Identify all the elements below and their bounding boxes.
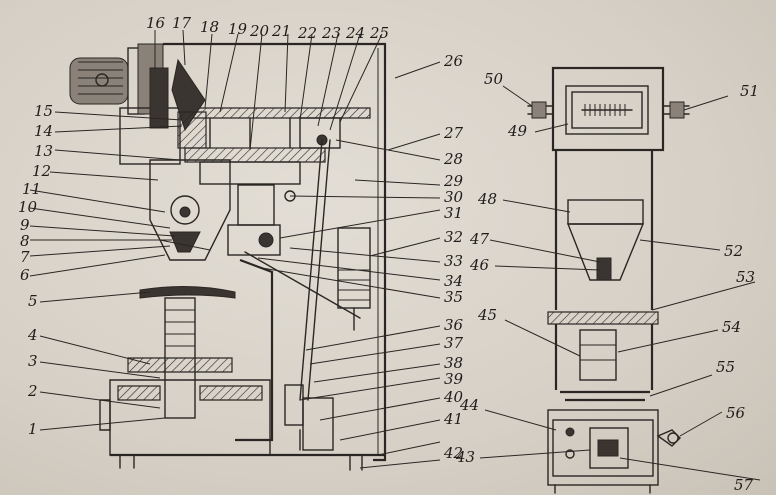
dial-housing: [551, 66, 665, 152]
label-17: 17: [172, 14, 192, 32]
label-19: 19: [228, 20, 248, 38]
label-32: 32: [444, 228, 463, 246]
label-40: 40: [443, 388, 464, 406]
label-28: 28: [443, 150, 463, 168]
label-15: 15: [34, 102, 53, 120]
anvil-table: [139, 285, 236, 299]
spindle-block: [227, 224, 281, 256]
label-31: 31: [444, 204, 463, 222]
right-leader-lines: [479, 85, 761, 481]
label-55: 55: [716, 358, 735, 376]
label-37: 37: [444, 334, 464, 352]
side-section-view: [29, 29, 441, 471]
label-43: 43: [455, 448, 475, 466]
front-base: [547, 409, 659, 486]
handwheel: [127, 357, 233, 373]
inner-frame: [235, 258, 274, 442]
callout-labels: 1 2 3 4 5 6 7 8 9 10 11 12 13 14 15 16 1…: [18, 14, 759, 494]
left-leader-lines: [29, 111, 183, 431]
label-1: 1: [28, 420, 38, 438]
label-49: 49: [507, 122, 528, 140]
label-14: 14: [34, 122, 53, 140]
label-29: 29: [443, 172, 464, 190]
label-3: 3: [28, 352, 38, 370]
label-52: 52: [724, 242, 743, 260]
front-lifting-screw: [579, 329, 617, 381]
label-18: 18: [200, 18, 219, 36]
front-view: [479, 66, 761, 494]
label-53: 53: [736, 268, 755, 286]
label-20: 20: [249, 22, 270, 40]
label-36: 36: [444, 316, 464, 334]
motor-drawing: [69, 43, 164, 115]
label-11: 11: [22, 180, 41, 198]
label-22: 22: [297, 24, 317, 42]
label-6: 6: [20, 266, 30, 284]
counterweight: [302, 397, 334, 451]
label-57: 57: [734, 476, 754, 494]
label-27: 27: [443, 124, 464, 142]
label-2: 2: [27, 382, 38, 400]
label-51: 51: [740, 82, 759, 100]
label-4: 4: [27, 326, 38, 344]
label-35: 35: [444, 288, 463, 306]
dial-scale: [571, 91, 643, 129]
label-50: 50: [484, 70, 504, 88]
label-38: 38: [444, 354, 463, 372]
label-45: 45: [477, 306, 497, 324]
column: [554, 150, 654, 310]
label-33: 33: [444, 252, 463, 270]
label-46: 46: [469, 256, 490, 274]
right-knob: [669, 101, 685, 119]
measuring-head: [149, 159, 231, 261]
control-switch: [589, 427, 629, 469]
label-56: 56: [726, 404, 746, 422]
label-25: 25: [369, 24, 389, 42]
label-47: 47: [469, 230, 490, 248]
label-12: 12: [32, 162, 51, 180]
label-13: 13: [34, 142, 53, 160]
vertical-rod: [299, 139, 331, 401]
label-16: 16: [146, 14, 166, 32]
label-30: 30: [444, 188, 464, 206]
label-7: 7: [20, 248, 30, 266]
label-23: 23: [321, 24, 341, 42]
label-41: 41: [443, 410, 463, 428]
label-39: 39: [444, 370, 464, 388]
label-34: 34: [444, 272, 463, 290]
label-48: 48: [477, 190, 497, 208]
label-26: 26: [443, 52, 464, 70]
label-8: 8: [20, 232, 30, 250]
label-5: 5: [28, 292, 38, 310]
label-54: 54: [722, 318, 741, 336]
left-knob: [531, 101, 547, 119]
front-head: [566, 223, 645, 281]
label-21: 21: [271, 22, 291, 40]
label-44: 44: [459, 396, 479, 414]
label-42: 42: [443, 444, 463, 462]
label-10: 10: [18, 198, 38, 216]
label-9: 9: [20, 216, 30, 234]
label-24: 24: [345, 24, 365, 42]
